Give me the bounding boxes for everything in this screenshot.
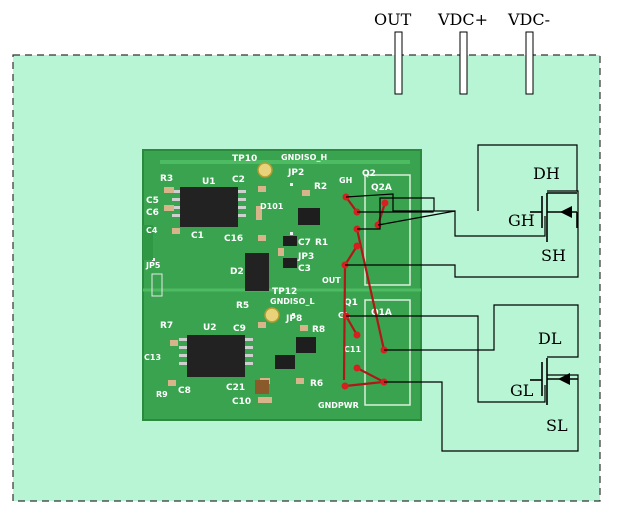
- silk-jp3: JP3: [297, 252, 314, 262]
- silk-tp12: TP12: [272, 287, 297, 297]
- terminal-vdc-plus: VDC+: [437, 10, 488, 95]
- terminal-vdc-minus: VDC-: [507, 10, 550, 95]
- silk-c3: C3: [298, 264, 311, 274]
- label-dh: DH: [533, 164, 560, 183]
- silk-jp5: JP5: [145, 261, 161, 270]
- silk-u2: U2: [203, 323, 217, 333]
- silk-d101: D101: [260, 202, 284, 211]
- silk-q2: Q2: [362, 169, 376, 179]
- silk-c10: C10: [232, 397, 251, 407]
- silk-c16: C16: [224, 234, 243, 244]
- silk-c8: C8: [178, 386, 191, 396]
- silk-c11: C11: [344, 345, 361, 354]
- silk-jp8: JP8: [285, 314, 302, 324]
- terminal-out-label: OUT: [374, 10, 412, 29]
- silk-r9: R9: [156, 390, 168, 399]
- terminal-vdc-plus-post: [459, 31, 468, 95]
- silk-r6: R6: [310, 379, 323, 389]
- test-point-tp10: [257, 162, 273, 178]
- silk-gndpwr: GNDPWR: [318, 401, 359, 410]
- silk-c5: C5: [146, 196, 159, 206]
- silk-c9: C9: [233, 324, 246, 334]
- chip-u2: [187, 335, 245, 377]
- label-dl: DL: [538, 329, 562, 348]
- silk-out: OUT: [322, 276, 341, 285]
- silk-u1: U1: [202, 177, 216, 187]
- silk-q1a: Q1A: [371, 308, 392, 318]
- terminal-vdc-minus-label: VDC-: [507, 10, 550, 29]
- silk-gndiso-h: GNDISO_H: [281, 153, 327, 162]
- terminal-vdc-plus-label: VDC+: [437, 10, 488, 29]
- label-gl: GL: [510, 381, 534, 400]
- silk-r7: R7: [160, 321, 173, 331]
- silk-gh: GH: [339, 176, 352, 185]
- terminal-out: OUT: [374, 10, 412, 95]
- silk-c2: C2: [232, 175, 245, 185]
- silk-tp10: TP10: [232, 154, 257, 164]
- silk-r8: R8: [312, 325, 325, 335]
- terminal-vdc-minus-post: [525, 31, 534, 95]
- silk-d2: D2: [230, 267, 244, 277]
- schematic-wires: [345, 144, 579, 452]
- test-point-tp12: [264, 307, 280, 323]
- mosfet-low-side: [530, 358, 578, 405]
- silk-r3: R3: [160, 174, 173, 184]
- label-gh: GH: [508, 211, 535, 230]
- mosfet-high-side: [530, 192, 578, 242]
- silk-c13: C13: [144, 353, 161, 362]
- diode-d2: [245, 253, 269, 291]
- silk-c7: C7: [298, 238, 311, 248]
- silk-c1: C1: [191, 231, 204, 241]
- terminal-out-post: [394, 31, 403, 95]
- silk-jp2: JP2: [287, 168, 304, 178]
- silk-r1: R1: [315, 238, 328, 248]
- silk-r5: R5: [236, 301, 249, 311]
- silk-c21: C21: [226, 383, 245, 393]
- silk-q2a: Q2A: [371, 183, 392, 193]
- silk-r2: R2: [314, 182, 327, 192]
- silk-gndiso-l: GNDISO_L: [270, 297, 315, 306]
- label-sl: SL: [546, 416, 568, 435]
- silk-c4: C4: [146, 226, 158, 235]
- chip-u1: [180, 187, 238, 227]
- silk-c6: C6: [146, 208, 159, 218]
- silk-q1: Q1: [344, 298, 358, 308]
- label-sh: SH: [541, 246, 566, 265]
